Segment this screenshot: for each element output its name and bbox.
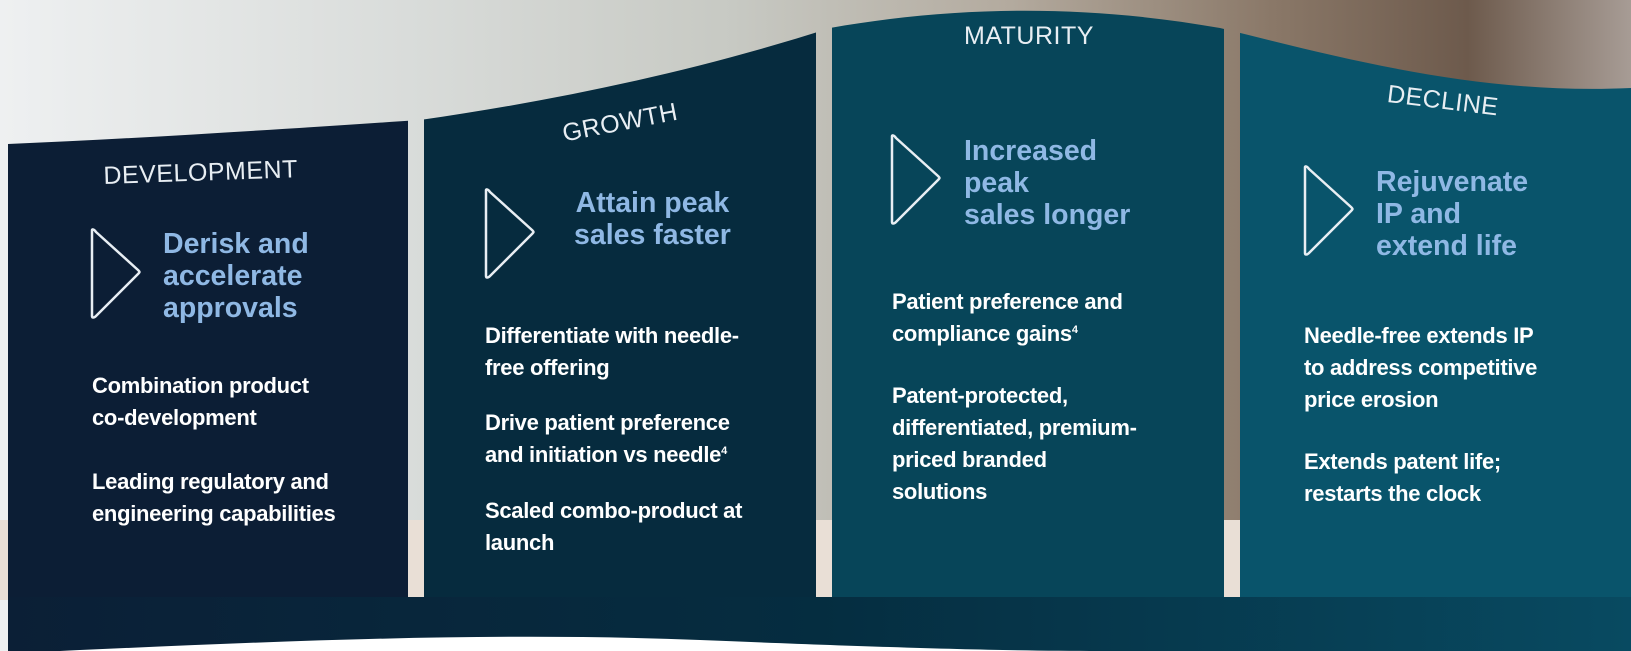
point-maturity-1: Patient preference and compliance gains4 — [892, 289, 1123, 346]
panel-decline — [1240, 10, 1631, 600]
headline-growth: Attain peak sales faster — [574, 187, 731, 251]
stage-label-maturity: MATURITY — [964, 22, 1094, 50]
chevron-right-icon — [890, 134, 941, 225]
point-decline-1: Needle-free extends IP to address compet… — [1304, 323, 1538, 412]
chevron-right-icon — [484, 188, 535, 279]
chevron-right-icon — [90, 228, 141, 319]
point-growth-1: Differentiate with needle- free offering — [485, 323, 739, 380]
point-development-1: Combination product co-development — [92, 373, 309, 430]
point-decline-2: Extends patent life; restarts the clock — [1304, 449, 1501, 506]
panel-maturity — [832, 10, 1224, 600]
point-maturity-2: Patent-protected, differentiated, premiu… — [892, 383, 1137, 504]
headline-development: Derisk and accelerate approvals — [163, 228, 309, 324]
footer-band — [8, 597, 1631, 651]
point-development-2: Leading regulatory and engineering capab… — [92, 469, 336, 526]
point-growth-3: Scaled combo-product at launch — [485, 498, 743, 555]
point-growth-2: Drive patient preference and initiation … — [485, 410, 730, 467]
footer-curve — [60, 636, 1100, 651]
chevron-right-icon — [1303, 165, 1354, 256]
headline-maturity: Increased peak sales longer — [964, 135, 1131, 231]
headline-decline: Rejuvenate IP and extend life — [1376, 166, 1529, 262]
footnote-ref: 4 — [721, 445, 727, 457]
footnote-ref: 4 — [1071, 324, 1078, 336]
